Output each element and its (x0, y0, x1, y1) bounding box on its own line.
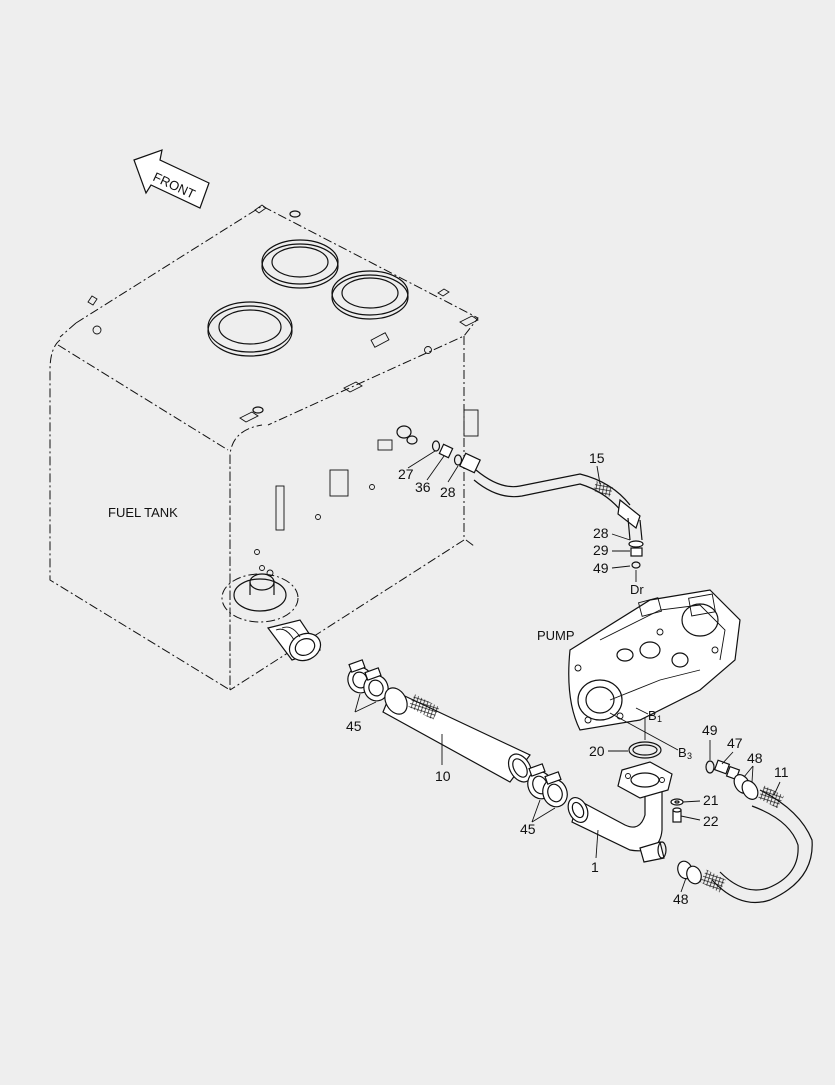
svg-text:B: B (648, 708, 657, 723)
tank-front-face (49, 339, 263, 691)
fuel-tank-label: FUEL TANK (108, 505, 178, 520)
callout-10: 10 (435, 768, 451, 784)
callout-21: 21 (703, 792, 719, 808)
hose-clamp-48-lower (677, 860, 702, 885)
callout-22: 22 (703, 813, 719, 829)
tank-top-flange-2 (331, 270, 409, 320)
pump-drain-fittings (705, 759, 759, 800)
tank-suction-port (221, 569, 299, 623)
hose-clamp-lower (527, 763, 568, 808)
callout-45b: 45 (520, 821, 536, 837)
port-b3-label: B 3 (678, 745, 692, 761)
callout-28a: 28 (440, 484, 456, 500)
bolt-22 (672, 807, 682, 823)
callout-20: 20 (589, 743, 605, 759)
port-b1-label: B 1 (648, 708, 662, 724)
tank-top-flange-1 (261, 239, 339, 289)
callout-1: 1 (591, 859, 599, 875)
drain-hose (473, 469, 644, 569)
callout-48a: 48 (747, 750, 763, 766)
callout-15: 15 (589, 450, 605, 466)
tank-outlet-pipe (266, 619, 322, 662)
callout-29: 29 (593, 542, 609, 558)
callout-48b: 48 (673, 891, 689, 907)
washer-21 (670, 798, 684, 806)
svg-text:B: B (678, 745, 687, 760)
tank-right-face (229, 336, 465, 691)
pump-label: PUMP (537, 628, 575, 643)
svg-text:1: 1 (657, 714, 662, 724)
callout-11: 11 (774, 764, 789, 780)
callout-numbers: 27 36 28 15 28 29 49 45 10 45 20 1 21 22… (346, 450, 789, 907)
o-ring-20 (628, 741, 662, 759)
callout-28b: 28 (593, 525, 609, 541)
callout-27: 27 (398, 466, 414, 482)
callout-45a: 45 (346, 718, 362, 734)
drain-fittings (431, 440, 482, 474)
leader-lines (354, 450, 781, 893)
suction-hose (382, 687, 533, 783)
fuel-tank: FUEL TANK (49, 204, 479, 691)
hose-clamp-upper (347, 659, 389, 702)
tank-top-flange-3 (207, 301, 293, 357)
callout-49b: 49 (702, 722, 718, 738)
port-dr-label: Dr (630, 582, 644, 597)
hydraulic-pump: PUMP (537, 589, 741, 731)
callout-36: 36 (415, 479, 431, 495)
svg-text:3: 3 (687, 751, 692, 761)
callout-49a: 49 (593, 560, 609, 576)
suction-elbow-pipe (567, 761, 673, 863)
tank-top-outline (75, 205, 479, 426)
callout-47: 47 (727, 735, 743, 751)
front-arrow: FRONT (133, 149, 210, 209)
return-hose (700, 785, 813, 904)
